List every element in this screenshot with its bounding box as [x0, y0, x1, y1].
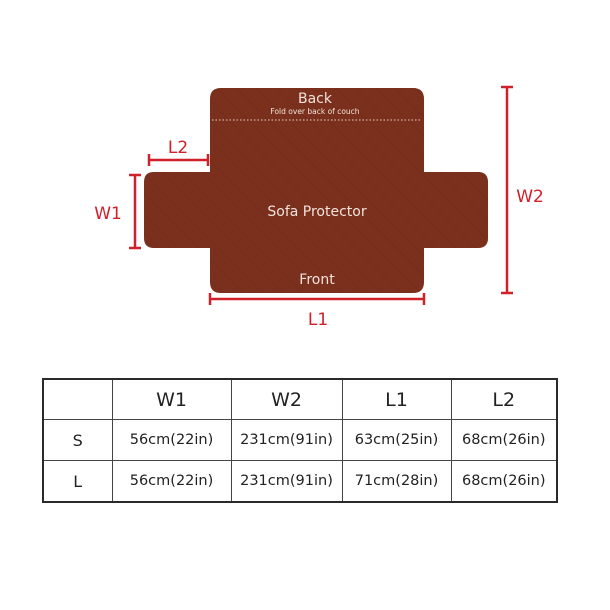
center-label: Sofa Protector: [267, 204, 366, 220]
header-cell-l1: L1: [341, 378, 452, 420]
w2-cell: 231cm(91in): [230, 460, 343, 503]
l1-label: L1: [308, 310, 328, 330]
table-header-row: W1 W2 L1 L2: [42, 378, 558, 420]
size-label-cell: S: [42, 419, 113, 461]
sofa-protector-diagram: Back Fold over back of couch Sofa Protec…: [94, 85, 544, 330]
size-label-cell: L: [42, 460, 113, 503]
size-table: W1 W2 L1 L2 S 56cm(22in) 231cm(91in) 63c…: [42, 378, 558, 503]
front-label: Front: [299, 272, 335, 288]
w2-cell: 231cm(91in): [230, 419, 343, 461]
fold-note-label: Fold over back of couch: [270, 107, 359, 116]
l2-cell: 68cm(26in): [450, 460, 558, 503]
table-row: S 56cm(22in) 231cm(91in) 63cm(25in) 68cm…: [42, 419, 558, 461]
header-cell-l2: L2: [450, 378, 558, 420]
l1-dimension: [208, 293, 426, 305]
table-row: L 56cm(22in) 231cm(91in) 71cm(28in) 68cm…: [42, 460, 558, 503]
w2-label: W2: [516, 187, 544, 207]
w1-dimension: [129, 173, 141, 250]
w1-cell: 56cm(22in): [111, 419, 232, 461]
l1-cell: 71cm(28in): [341, 460, 452, 503]
l2-cell: 68cm(26in): [450, 419, 558, 461]
back-label: Back: [298, 91, 333, 107]
w1-label: W1: [94, 204, 122, 224]
w1-cell: 56cm(22in): [111, 460, 232, 503]
w2-dimension: [501, 85, 513, 295]
header-cell-w2: W2: [230, 378, 343, 420]
l2-dimension: [147, 154, 210, 166]
l2-label: L2: [168, 138, 188, 158]
l1-cell: 63cm(25in): [341, 419, 452, 461]
header-cell-w1: W1: [111, 378, 232, 420]
header-cell-blank: [42, 378, 113, 420]
sofa-shape: [144, 88, 488, 293]
